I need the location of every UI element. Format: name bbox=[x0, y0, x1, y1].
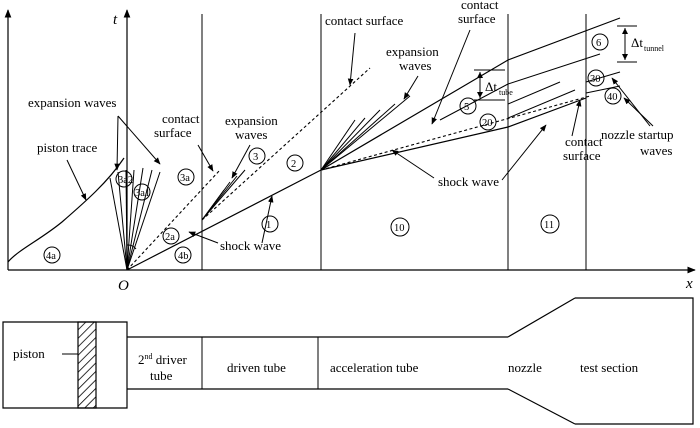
contact-surface-1 bbox=[126, 169, 221, 271]
delta-t-tunnel-label: Δt bbox=[631, 35, 643, 50]
zone-10: 10 bbox=[394, 223, 405, 234]
zone-3a1: 3a1 bbox=[135, 188, 150, 199]
facility-schematic: piston 2nd driver tube driven tube accel… bbox=[2, 297, 694, 425]
driver-tube-label-line2: tube bbox=[150, 368, 173, 383]
x-axis-label: x bbox=[685, 276, 693, 292]
label-piston-trace: piston trace bbox=[37, 140, 98, 155]
piston-block bbox=[77, 321, 97, 409]
upper-shock-line bbox=[320, 17, 621, 171]
delta-t-tunnel-sub: tunnel bbox=[644, 44, 665, 53]
acceleration-tube-label: acceleration tube bbox=[330, 360, 419, 375]
contact-surface-2 bbox=[201, 67, 371, 221]
delta-t-tube-label: Δt bbox=[485, 79, 497, 94]
zone-circles bbox=[43, 33, 622, 264]
label-contact-top2a: contact bbox=[461, 0, 499, 12]
nozzle-line-c bbox=[585, 71, 621, 83]
primary-shock bbox=[126, 169, 322, 271]
zone-3a2: 3a2 bbox=[118, 175, 133, 186]
zone-3: 3 bbox=[253, 152, 258, 163]
label-expansion-right-b: waves bbox=[399, 58, 432, 73]
right-expansion-fan bbox=[320, 95, 411, 171]
zone-11: 11 bbox=[544, 220, 554, 231]
zone-2: 2 bbox=[291, 159, 296, 170]
secondary-shock bbox=[320, 97, 587, 171]
nozzle-line-b bbox=[507, 89, 576, 119]
driven-tube-label: driven tube bbox=[227, 360, 286, 375]
driver-tube-label: 2nd driver bbox=[138, 352, 187, 367]
piston-trace-curve bbox=[7, 157, 125, 263]
origin-label: O bbox=[118, 278, 129, 294]
mid-expansion-fan bbox=[201, 169, 246, 221]
label-expansion-mid-a: expansion bbox=[225, 113, 278, 128]
label-shock-wave-2: shock wave bbox=[438, 174, 499, 189]
piston-label: piston bbox=[13, 346, 45, 361]
nozzle-line-a bbox=[507, 81, 561, 105]
driver-section bbox=[2, 321, 128, 409]
label-expansion-waves-left: expansion waves bbox=[28, 95, 116, 110]
label-nozzle-startup-b: waves bbox=[640, 143, 673, 158]
t-axis-label: t bbox=[113, 12, 118, 28]
zone-20: 20 bbox=[482, 118, 493, 129]
zone-5: 5 bbox=[464, 102, 469, 113]
label-contact-1b: surface bbox=[154, 125, 192, 140]
nozzle-line-d bbox=[585, 85, 621, 94]
zone-labels: 4a 4b 3a2 3a1 3a 2a 1 2 3 10 5 20 11 6 3… bbox=[46, 38, 618, 262]
zone-3a: 3a bbox=[180, 173, 190, 184]
zone-4b: 4b bbox=[178, 251, 189, 262]
test-section-label: test section bbox=[580, 360, 639, 375]
delta-t-tube-sub: tube bbox=[499, 88, 513, 97]
zone-1: 1 bbox=[266, 220, 271, 231]
nozzle-label: nozzle bbox=[508, 360, 542, 375]
contact-surface-3 bbox=[320, 95, 591, 171]
label-expansion-mid-b: waves bbox=[235, 127, 268, 142]
label-contact-1a: contact bbox=[162, 111, 200, 126]
zone-30: 30 bbox=[590, 74, 601, 85]
zone-2a: 2a bbox=[165, 232, 175, 243]
label-shock-wave-1: shock wave bbox=[220, 238, 281, 253]
label-expansion-right-a: expansion bbox=[386, 44, 439, 59]
label-contact-top2b: surface bbox=[458, 11, 496, 26]
label-contact-top: contact surface bbox=[325, 13, 404, 28]
label-contact-3b: surface bbox=[563, 148, 601, 163]
zone-40: 40 bbox=[607, 92, 618, 103]
label-contact-3a: contact bbox=[565, 134, 603, 149]
zone-4a: 4a bbox=[46, 251, 56, 262]
label-nozzle-startup-a: nozzle startup bbox=[601, 127, 674, 142]
tube-contact-line bbox=[439, 53, 601, 121]
zone-6: 6 bbox=[596, 38, 601, 49]
xt-diagram: t x O bbox=[4, 0, 696, 294]
test-section-box bbox=[575, 297, 694, 425]
